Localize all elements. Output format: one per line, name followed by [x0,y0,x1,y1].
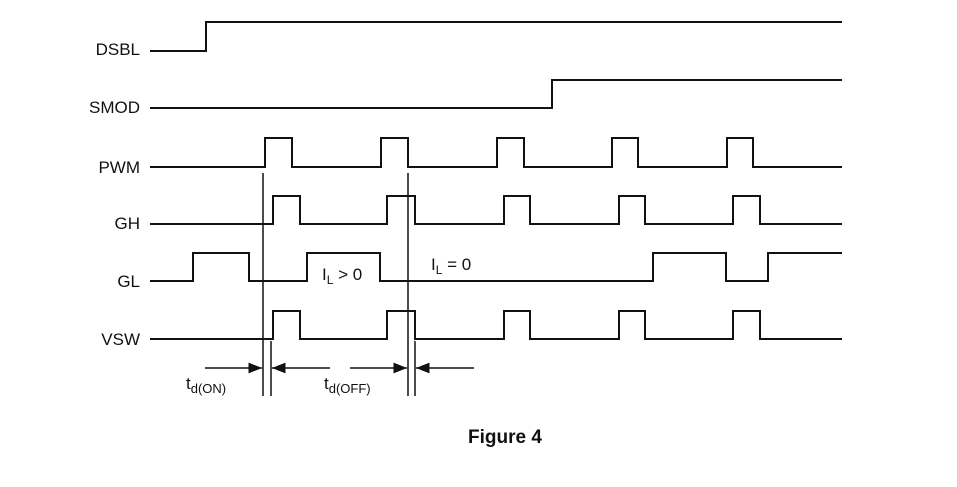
vsw-label: VSW [101,330,140,349]
td-off-label: td(OFF) [324,374,371,396]
pwm-label: PWM [98,158,140,177]
figure-caption: Figure 4 [468,427,542,448]
td-on-label: td(ON) [186,374,226,396]
dsbl-waveform [150,21,842,52]
il-zero-label: IL = 0 [431,255,471,277]
gl-waveform [150,252,842,282]
gh-label: GH [115,214,141,233]
pwm-waveform [150,137,842,168]
il-positive-label: IL > 0 [322,265,362,287]
gh-waveform [150,195,842,225]
smod-waveform [150,79,842,109]
gl-label: GL [117,272,140,291]
vsw-waveform [150,310,842,340]
dsbl-label: DSBL [96,40,140,59]
smod-label: SMOD [89,98,140,117]
